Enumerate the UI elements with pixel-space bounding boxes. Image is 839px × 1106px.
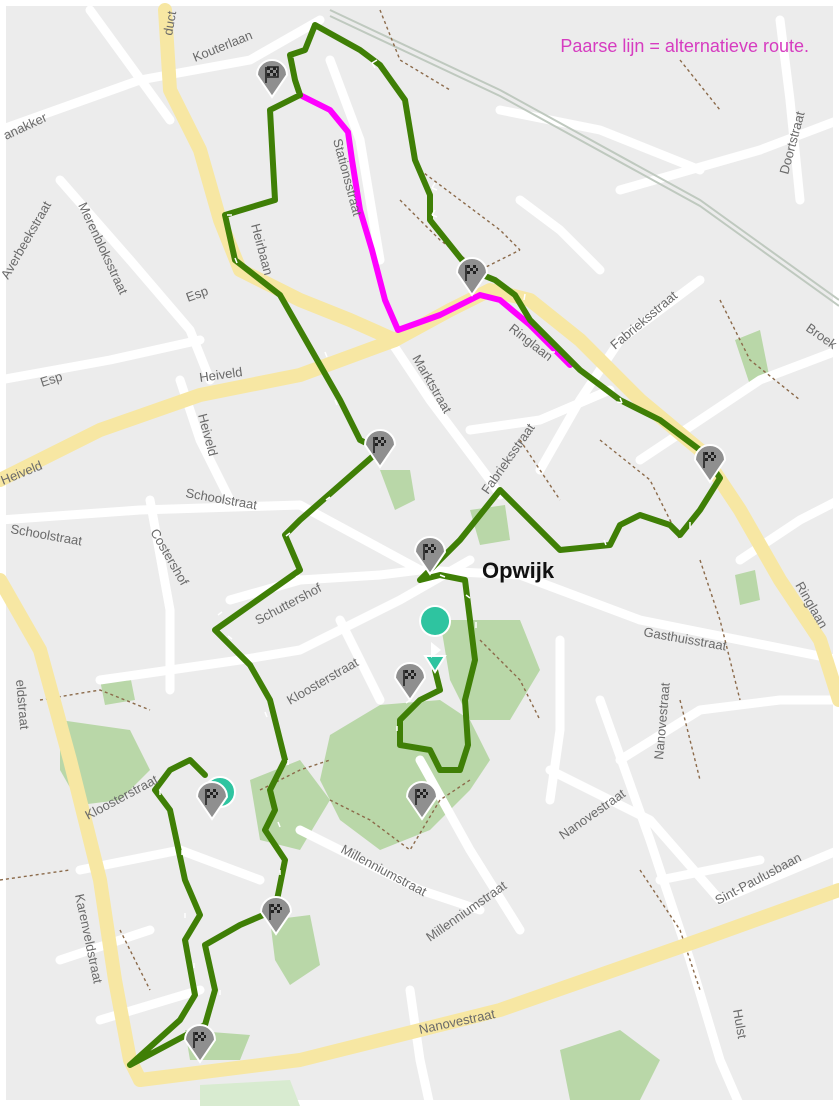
checkpoint-marker[interactable] xyxy=(195,781,229,821)
checkpoint-marker[interactable] xyxy=(693,444,727,484)
checkpoint-marker[interactable] xyxy=(183,1024,217,1064)
street-label-esp-1: Esp xyxy=(184,283,210,305)
checkpoint-markers xyxy=(183,59,727,1064)
start-pin-icon xyxy=(419,605,451,674)
checkpoint-marker[interactable] xyxy=(255,59,289,99)
main-route xyxy=(127,22,723,1068)
checkpoint-marker[interactable] xyxy=(363,429,397,469)
checkered-flag-pin-icon xyxy=(259,896,293,936)
street-label-hulst: Hulst xyxy=(730,1008,750,1040)
checkered-flag-pin-icon xyxy=(363,429,397,469)
street-label-nanovestraat-1: Nanovestraat xyxy=(651,682,673,761)
checkered-flag-pin-icon xyxy=(413,536,447,576)
route-direction-arrows xyxy=(159,59,691,995)
checkpoint-marker[interactable] xyxy=(393,662,427,702)
town-label: Opwijk xyxy=(482,558,555,583)
checkered-flag-pin-icon xyxy=(393,662,427,702)
checkered-flag-pin-icon xyxy=(693,444,727,484)
footpaths xyxy=(0,9,801,991)
street-label-veldstraat: eldstraat xyxy=(13,679,32,730)
alternative-route xyxy=(297,92,573,368)
street-label-duct: duct xyxy=(160,9,179,36)
checkered-flag-pin-icon xyxy=(455,257,489,297)
railway xyxy=(329,9,839,307)
checkered-flag-pin-icon xyxy=(405,781,439,821)
checkered-flag-pin-icon xyxy=(195,781,229,821)
checkpoint-marker[interactable] xyxy=(405,781,439,821)
checkered-flag-pin-icon xyxy=(255,59,289,99)
start-marker[interactable] xyxy=(419,605,451,674)
checkpoint-marker[interactable] xyxy=(413,536,447,576)
play-icon xyxy=(431,642,441,658)
checkpoint-marker[interactable] xyxy=(455,257,489,297)
alternative-route-note: Paarse lijn = alternatieve route. xyxy=(560,36,809,56)
checkered-flag-pin-icon xyxy=(183,1024,217,1064)
street-label-heiveld-1: Heiveld xyxy=(198,364,243,385)
street-label-esp-2: Esp xyxy=(38,369,64,390)
checkpoint-marker[interactable] xyxy=(259,896,293,936)
minor-roads xyxy=(0,5,839,1106)
